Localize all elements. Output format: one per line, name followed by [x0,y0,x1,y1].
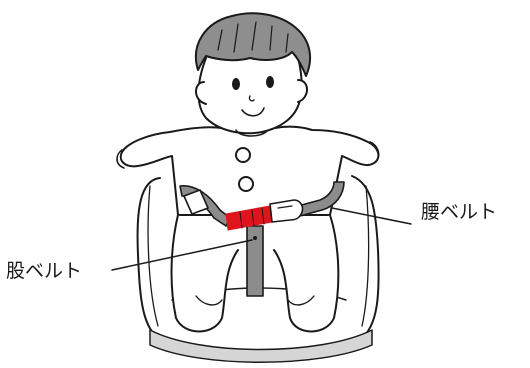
child-head [196,13,310,136]
center-buckle-icon [270,200,303,222]
crotch-strap-rivet [253,236,257,240]
left-eye [232,78,240,90]
right-ear [298,80,307,102]
shirt-button-bottom [239,177,253,191]
waist-belt-label: 腰ベルト [421,203,497,222]
shirt-button-top [236,148,250,162]
face [199,52,302,133]
crotch-belt [247,226,263,296]
right-eye [266,76,274,88]
crotch-belt-label: 股ベルト [6,262,82,281]
